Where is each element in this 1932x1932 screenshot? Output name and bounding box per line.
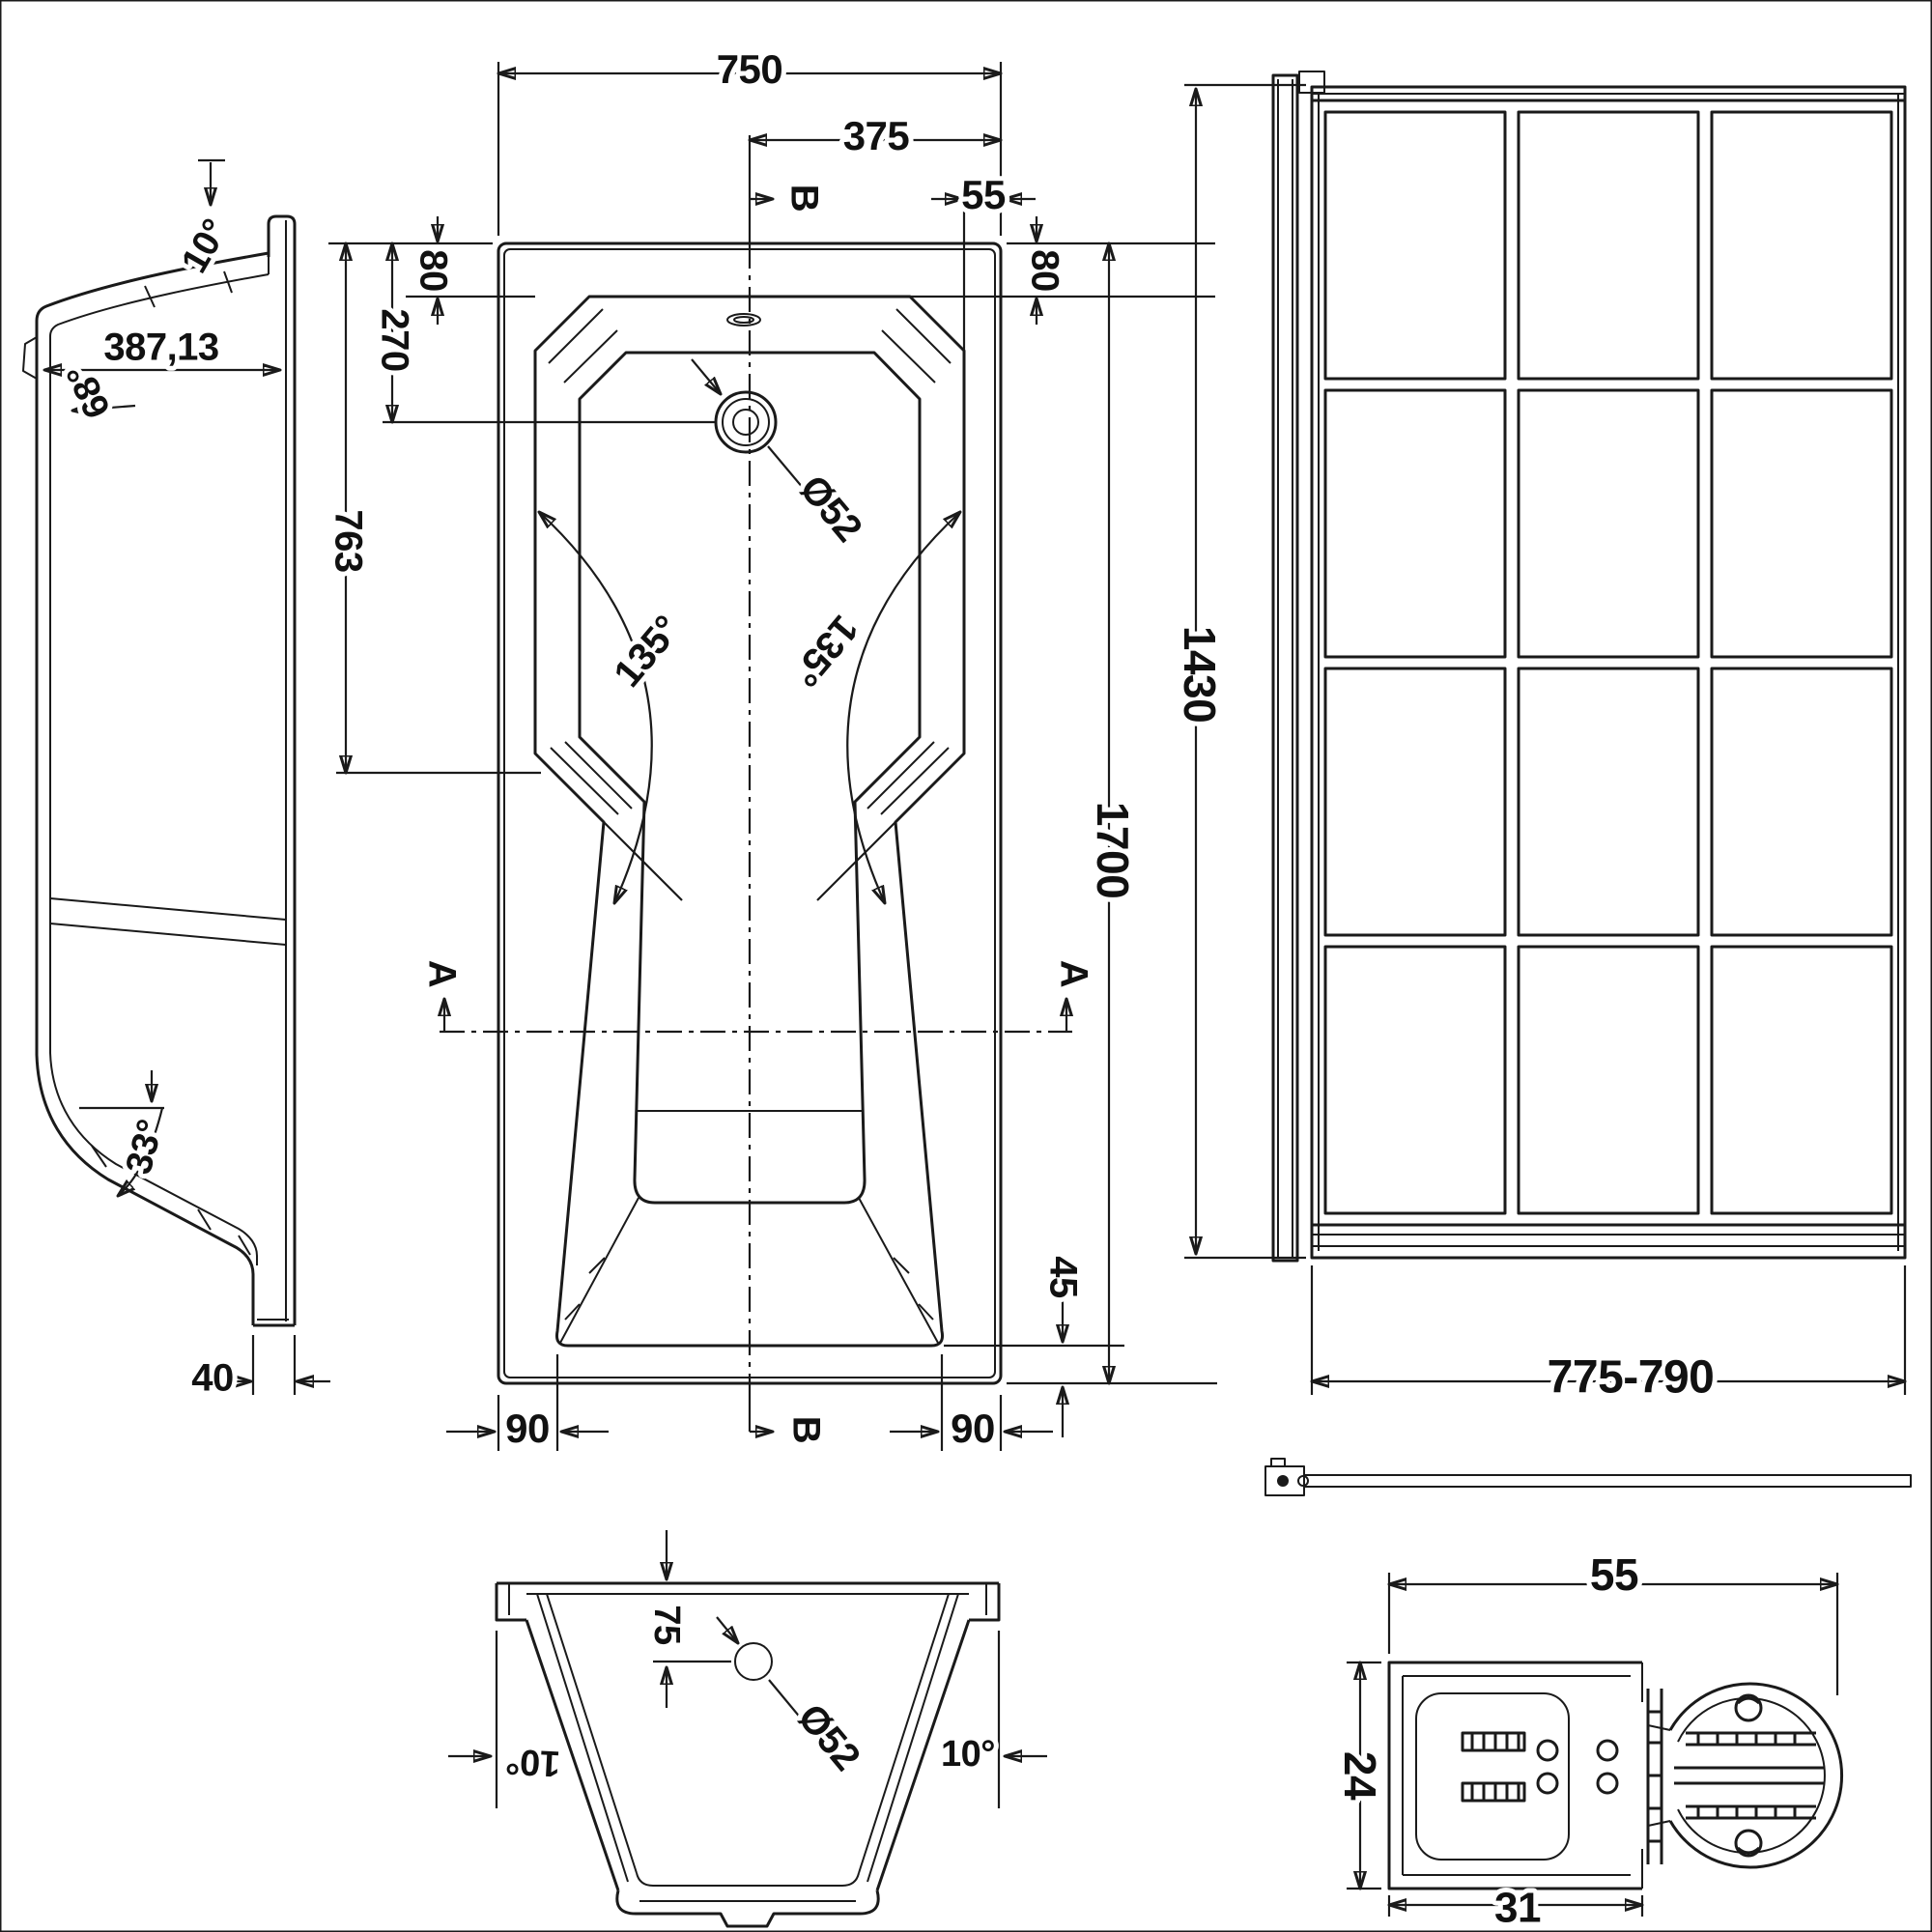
plan-foot-rim-width-label: 45 [1041,1256,1084,1298]
side-profile-view [22,158,330,1395]
plan-foot-inset-right-label: 90 [951,1406,995,1451]
plan-half-width-label: 375 [843,113,910,158]
plan-section-b-bottom-label: B [784,1416,827,1443]
plan-overall-width-label: 750 [717,46,783,92]
plan-rim-side-width-label: 55 [961,172,1006,217]
profile-jaws [1461,1731,1619,1803]
section-drain-diameter-label: Ø52 [789,1696,867,1778]
round-profile-jaws [1674,1693,1825,1858]
profile-height-label: 24 [1335,1751,1385,1801]
plan-view-bath [328,62,1217,1451]
top-view-shower-screen [1264,1458,1912,1496]
plan-overall-length-label: 1700 [1088,802,1138,898]
plan-drain-diameter-label: Ø52 [791,468,869,550]
section-wall-angle-right-label: 10° [941,1734,995,1775]
section-overflow-depth-label: 75 [646,1605,687,1645]
screen-height-label: 1430 [1175,626,1225,723]
front-view-shower-screen [1184,71,1907,1395]
screen-panels [1323,110,1893,1215]
profile-base-width-label: 31 [1494,1885,1541,1932]
plan-section-b-top-label: B [782,185,825,212]
side-bottom-angle-label: 33° [119,1116,172,1179]
screen-width-range-label: 775-790 [1548,1352,1715,1404]
plan-shower-zone-length-label: 763 [327,509,369,572]
cross-section-bath [448,1530,1047,1928]
plan-corner-angle-left-label: 135° [606,608,689,695]
plan-foot-inset-left-label: 90 [505,1406,550,1451]
plan-section-a-right-label: A [1052,960,1094,987]
plan-rim-top-width-right-label: 80 [1023,249,1065,292]
side-width-label: 387,13 [103,327,218,369]
profile-extrusion-detail [1347,1573,1844,1917]
plan-section-a-left-label: A [420,960,463,987]
side-foot-width-label: 40 [191,1357,234,1400]
plan-drain-offset-label: 270 [373,308,415,371]
plan-rim-top-width-left-label: 80 [412,249,454,292]
profile-overall-width-label: 55 [1590,1549,1638,1600]
section-wall-angle-left-label: 10° [505,1741,561,1784]
profile-neck [1646,1689,1663,1864]
